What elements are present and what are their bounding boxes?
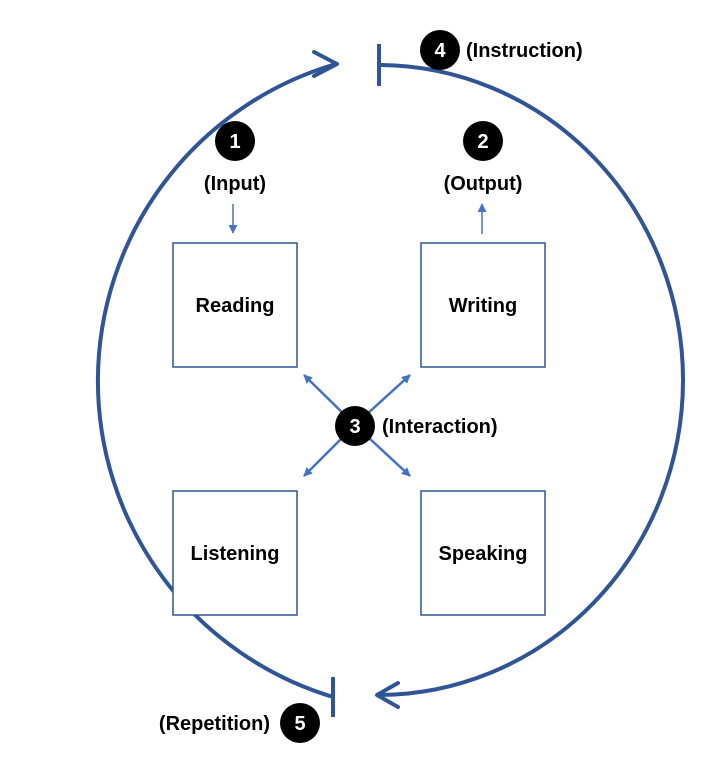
step-2-badge <box>463 121 503 161</box>
listening-label: Listening <box>191 543 280 565</box>
cycle-arc-right <box>376 63 685 698</box>
cycle-arc-left <box>95 62 337 699</box>
reading-label: Reading <box>196 295 275 317</box>
step-5-badge <box>280 703 320 743</box>
step-2-label: (Output) <box>444 173 523 195</box>
writing-label: Writing <box>449 295 518 317</box>
step-5-label: (Repetition) <box>159 713 270 735</box>
step-1-badge <box>215 121 255 161</box>
step-4-badge <box>420 30 460 70</box>
step-1-label: (Input) <box>204 173 266 195</box>
speaking-box <box>420 490 546 616</box>
cycle-arrowhead-top <box>312 50 339 78</box>
cycle-arrowhead-bottom <box>375 681 400 709</box>
reading-box <box>172 242 298 368</box>
step-3-badge <box>335 406 375 446</box>
step-2-number: 2 <box>477 131 488 153</box>
step-3-number: 3 <box>349 416 360 438</box>
speaking-label: Speaking <box>439 543 528 565</box>
step-3-label: (Interaction) <box>382 416 498 438</box>
step-1-number: 1 <box>229 131 240 153</box>
step-4-label: (Instruction) <box>466 40 583 62</box>
writing-box <box>420 242 546 368</box>
listening-box <box>172 490 298 616</box>
step-5-number: 5 <box>294 713 305 735</box>
step-4-number: 4 <box>434 40 446 62</box>
